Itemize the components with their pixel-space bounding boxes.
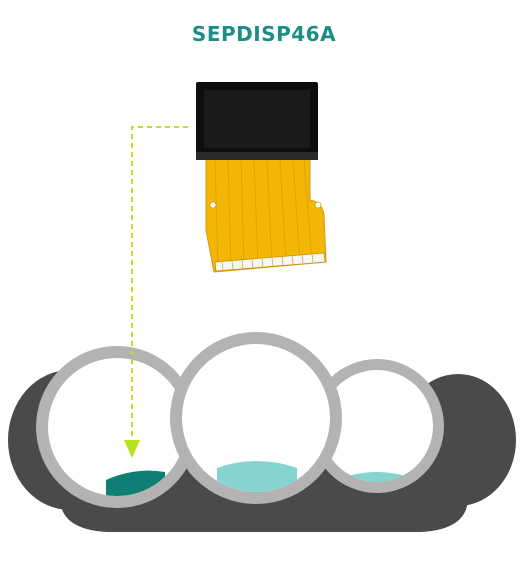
middle-display-slot: [217, 461, 297, 492]
instrument-cluster-icon: [8, 332, 516, 532]
right-gauge: [310, 359, 444, 493]
page-title: SEPDISP46A: [191, 22, 337, 46]
dashed-arrow-icon: [124, 126, 188, 458]
lcd-glass: [204, 90, 310, 148]
flex-cable-traces: [214, 159, 313, 269]
lcd-display-module-icon: [196, 82, 327, 273]
left-gauge: [36, 346, 198, 508]
middle-gauge: [170, 332, 342, 504]
target-display-slot: [106, 470, 165, 496]
